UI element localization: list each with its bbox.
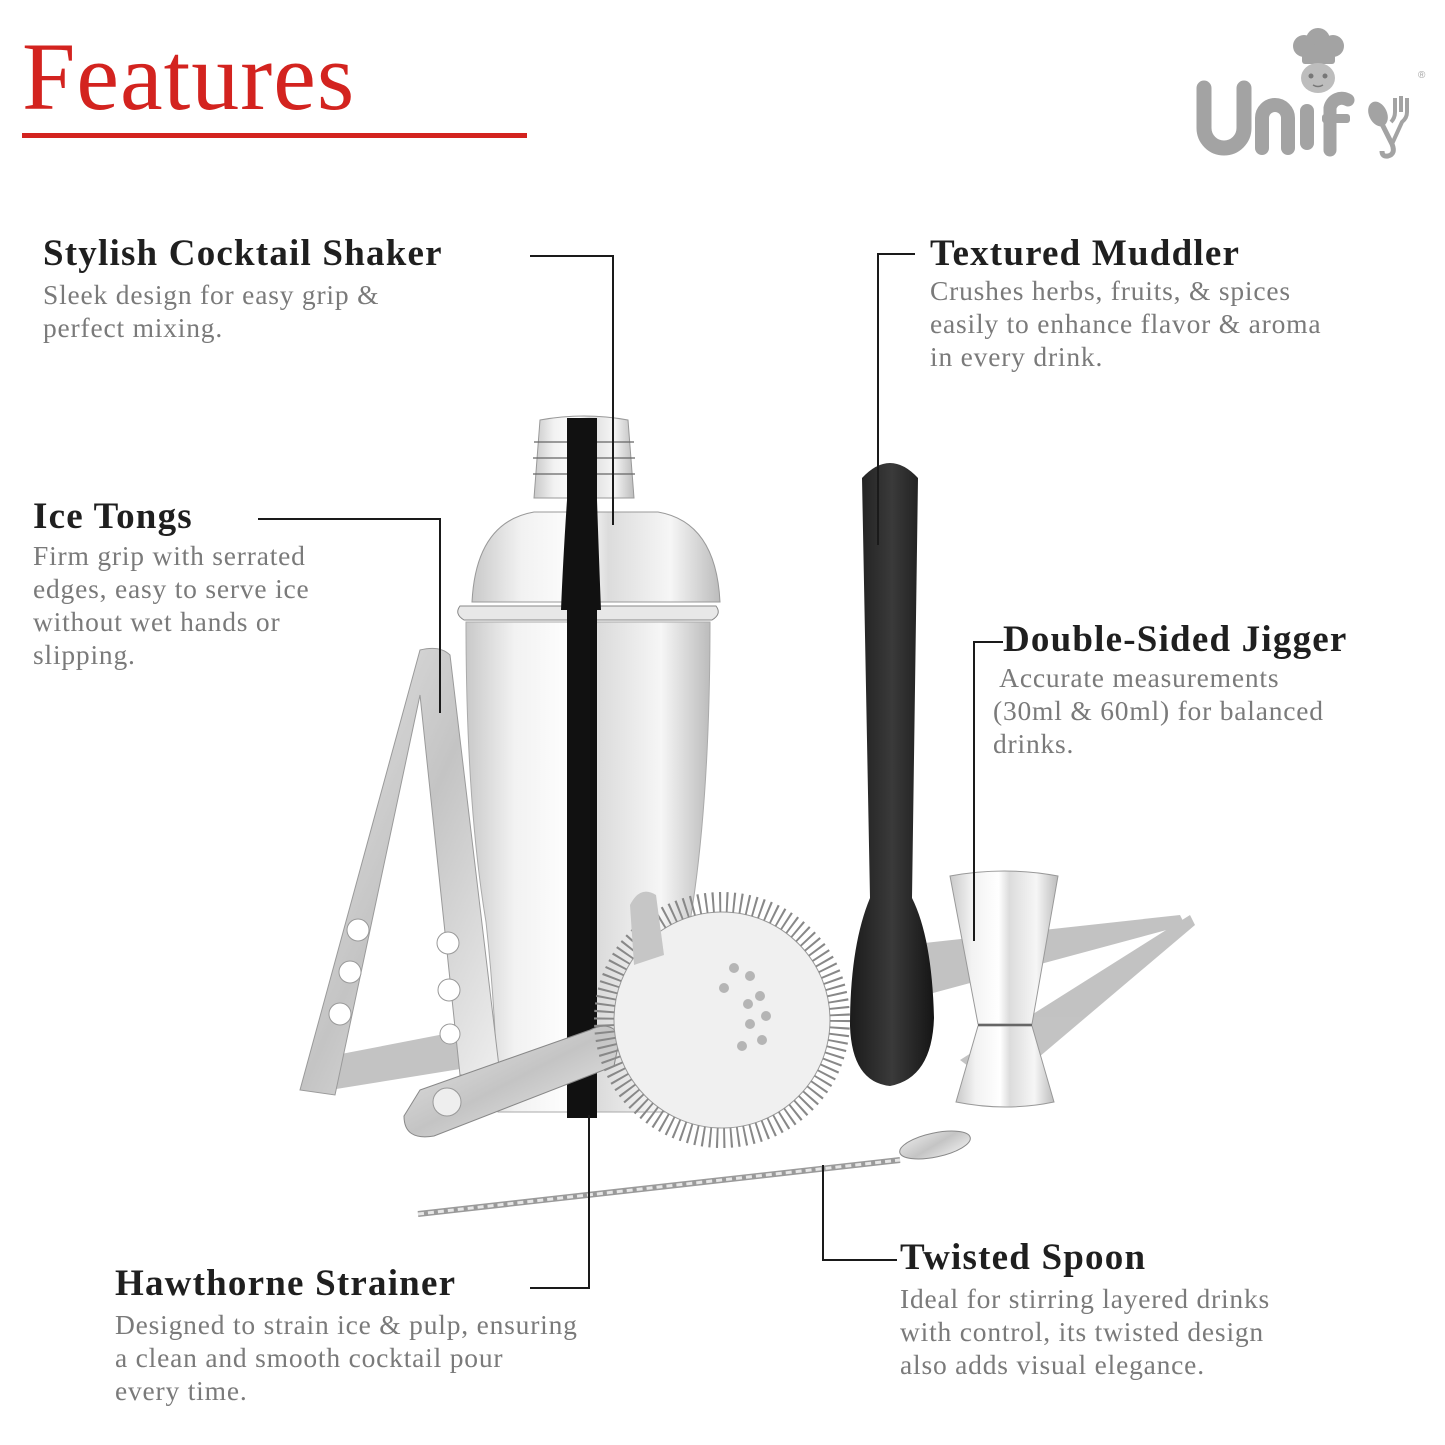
feature-shaker: Stylish Cocktail Shaker Sleek design for…	[43, 234, 443, 344]
leader-line-jigger-h	[973, 641, 1003, 643]
muddler-image	[850, 463, 934, 1086]
twisted-spoon-image	[417, 1130, 971, 1217]
leader-line-jigger-v	[973, 641, 975, 941]
feature-title: Twisted Spoon	[900, 1237, 1147, 1278]
hawthorne-strainer-image	[403, 891, 850, 1148]
page-title: Features	[22, 23, 356, 130]
leader-line-tongs-v	[439, 518, 441, 713]
chef-hat-mascot-icon: ®	[1196, 28, 1426, 159]
feature-title: Textured Muddler	[930, 233, 1241, 274]
feature-title: Ice Tongs	[33, 496, 193, 537]
feature-title: Stylish Cocktail Shaker	[43, 233, 443, 274]
feature-description: Firm grip with serrated edges, easy to s…	[33, 540, 310, 670]
feature-strainer: Hawthorne Strainer Designed to strain ic…	[115, 1264, 578, 1407]
leader-line-shaker-h	[530, 255, 614, 257]
feature-jigger: Double-Sided Jigger Accurate measurement…	[993, 620, 1348, 760]
feature-title: Hawthorne Strainer	[115, 1263, 457, 1304]
feature-muddler: Textured Muddler Crushes herbs, fruits, …	[930, 234, 1321, 373]
leader-line-muddler-v	[877, 253, 879, 545]
feature-description: Designed to strain ice & pulp, ensuring …	[115, 1309, 578, 1406]
feature-description: Ideal for stirring layered drinks with c…	[900, 1283, 1271, 1380]
feature-description: Sleek design for easy grip & perfect mix…	[43, 279, 380, 343]
brand-logo: ®	[1190, 18, 1435, 163]
leader-line-muddler-h	[877, 253, 915, 255]
feature-twisted-spoon: Twisted Spoon Ideal for stirring layered…	[900, 1238, 1270, 1381]
leader-line-spoon-h	[822, 1259, 897, 1261]
feature-description: Accurate measurements (30ml & 60ml) for …	[993, 662, 1324, 759]
title-underline	[22, 133, 527, 138]
feature-title: Double-Sided Jigger	[1003, 619, 1348, 660]
feature-description: Crushes herbs, fruits, & spices easily t…	[930, 275, 1322, 372]
leader-line-strainer-v	[588, 1115, 590, 1289]
leader-line-strainer-h	[530, 1287, 590, 1289]
ice-tongs-image	[299, 647, 501, 1096]
feature-ice-tongs: Ice Tongs Firm grip with serrated edges,…	[33, 497, 310, 671]
jigger-image	[949, 870, 1059, 1108]
leader-line-shaker-v	[612, 255, 614, 525]
svg-text:®: ®	[1418, 70, 1426, 81]
leader-line-tongs-h	[258, 518, 440, 520]
leader-line-spoon-v	[822, 1165, 824, 1261]
product-illustration	[290, 400, 1210, 1240]
